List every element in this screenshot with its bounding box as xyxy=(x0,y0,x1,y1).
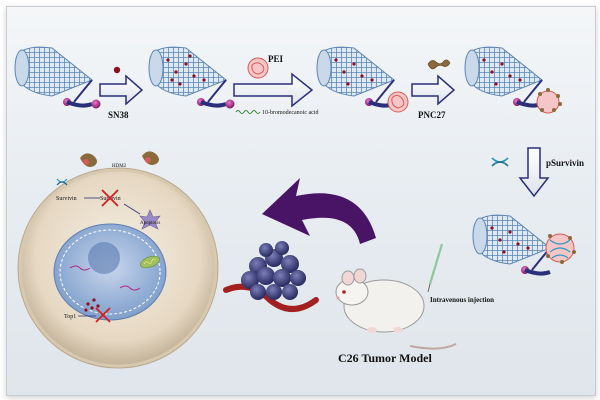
label-apoptosis: Apoptosis xyxy=(140,221,160,226)
apoptosis-icon xyxy=(139,209,161,230)
blood-vessel xyxy=(223,283,319,312)
construct-nanotube-pei xyxy=(316,46,409,113)
surface-construct-2 xyxy=(142,151,159,165)
flow-arrow-sn38: SN38 xyxy=(99,66,144,120)
pei-polymer xyxy=(247,57,269,79)
flow-arrow-pei: PEI 10-bromodecanoic acid xyxy=(233,54,318,116)
label-top1: Top1 xyxy=(64,314,76,320)
nucleus xyxy=(53,223,167,321)
pnc27-peptide xyxy=(427,59,451,70)
curved-purple-arrow xyxy=(262,178,376,244)
sn38-cluster xyxy=(84,298,100,312)
dna-icon xyxy=(491,157,509,167)
label-pei: PEI xyxy=(268,54,284,64)
cancer-cell: HDM2 Survivin Survivin Apoptosis xyxy=(17,151,219,369)
x-cross-icon xyxy=(101,189,119,207)
construct-bare-nanotube xyxy=(14,46,101,109)
label-survivin: Survivin xyxy=(56,196,77,202)
label-intravenous: Intravenous injection xyxy=(430,296,494,304)
x-cross-icon-top1 xyxy=(95,307,111,323)
label-tumor-model: C26 Tumor Model xyxy=(338,351,432,365)
mouse-icon xyxy=(335,268,457,350)
construct-nanotube-sn38 xyxy=(148,46,235,109)
label-receptor: HDM2 xyxy=(112,164,127,169)
mitochondrion-icon xyxy=(140,255,160,269)
label-linker: 10-bromodecanoic acid xyxy=(262,110,318,116)
label-sn38: SN38 xyxy=(108,110,129,120)
linker-chain xyxy=(235,110,261,114)
surface-construct-1 xyxy=(80,153,97,167)
down-arrow-psurvivin: pSurvivin xyxy=(491,147,584,198)
dna-icon-cell xyxy=(56,178,68,186)
label-pnc27: PNC27 xyxy=(418,110,446,120)
construct-final xyxy=(472,214,576,276)
construct-nanotube-pnc27 xyxy=(464,46,562,114)
label-psurvivin: pSurvivin xyxy=(546,158,584,168)
flow-arrow-pnc27: PNC27 xyxy=(411,59,456,120)
syringe-icon xyxy=(427,243,444,293)
sn38-molecule xyxy=(113,66,121,74)
tumor-cluster xyxy=(223,241,319,312)
